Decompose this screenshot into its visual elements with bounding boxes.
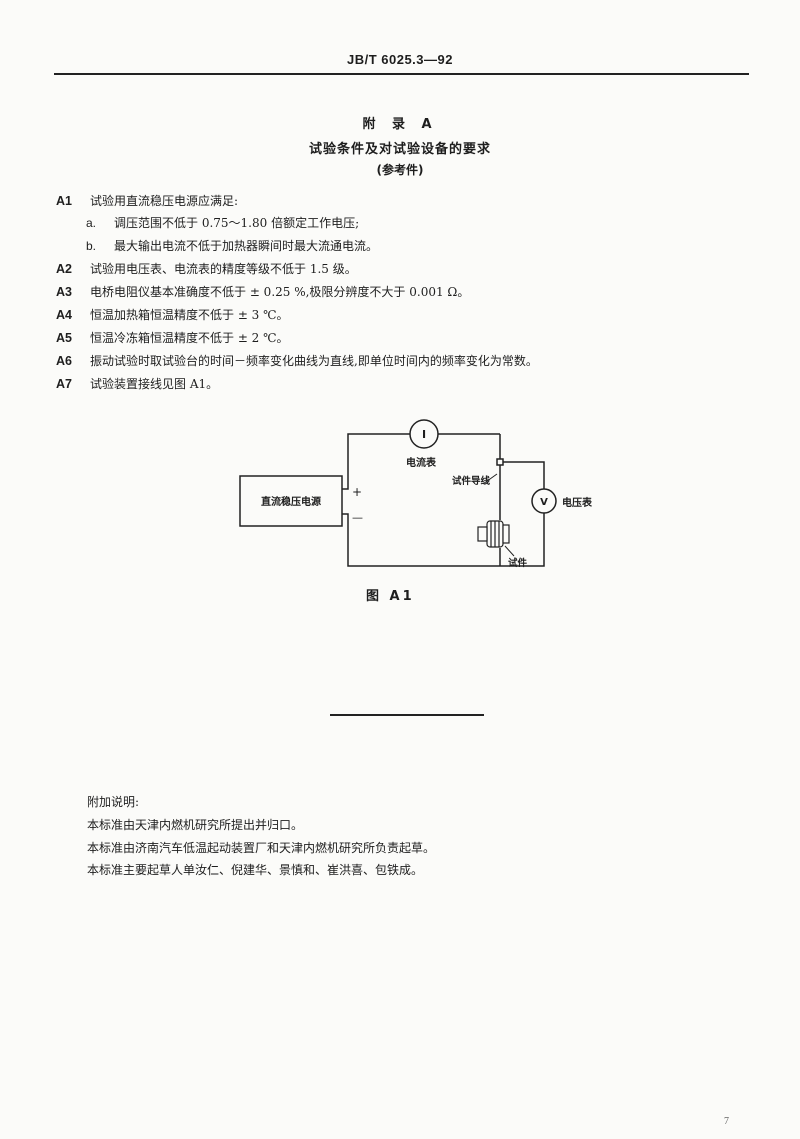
ammeter-icon	[409, 419, 439, 449]
notes-line: 本标准由济南汽车低温起动装置厂和天津内燃机研究所负责起草。	[87, 841, 436, 855]
clause-number: A1	[56, 194, 72, 208]
clause-a3: A3 电桥电阻仪基本准确度不低于 ± 0.25 %,极限分辨度不大于 0.001 …	[56, 284, 469, 300]
clause-number: A6	[56, 354, 72, 368]
voltmeter-icon	[531, 488, 557, 514]
minus-terminal-label: —	[352, 511, 363, 524]
subitem-text: 调压范围不低于 0.75～1.80 倍额定工作电压;	[114, 216, 360, 230]
clause-text: 电桥电阻仪基本准确度不低于 ± 0.25 %,极限分辨度不大于 0.001 Ω。	[90, 285, 470, 299]
specimen-leader-line	[504, 545, 515, 557]
subitem-text: 最大输出电流不低于加热器瞬间时最大流通电流。	[114, 239, 379, 253]
appendix-note: (参考件)	[376, 163, 424, 177]
wire-positive	[342, 433, 410, 490]
lead-label: 试件导线	[452, 475, 491, 487]
page-number: 7	[724, 1116, 729, 1127]
clause-text: 试验用直流稳压电源应满足:	[90, 194, 239, 208]
plus-terminal-label: +	[352, 485, 362, 499]
header-rule	[54, 73, 749, 75]
clause-number: A2	[56, 262, 72, 276]
clause-a1: A1 试验用直流稳压电源应满足:	[56, 193, 238, 209]
clause-text: 恒温加热箱恒温精度不低于 ± 3 ℃。	[90, 308, 289, 322]
end-rule	[330, 714, 484, 716]
ammeter-label: 电流表	[406, 456, 437, 469]
standard-code: JB/T 6025.3—92	[346, 52, 453, 67]
appendix-subtitle: 试验条件及对试验设备的要求	[308, 142, 491, 157]
power-supply-label: 直流稳压电源	[261, 495, 321, 508]
junction-node	[496, 458, 504, 466]
clause-a6: A6 振动试验时取试验台的时间－频率变化曲线为直线,即单位时间内的频率变化为常数。	[56, 353, 538, 369]
subitem-label: b.	[86, 239, 97, 253]
wire-negative	[342, 513, 500, 567]
clause-text: 振动试验时取试验台的时间－频率变化曲线为直线,即单位时间内的频率变化为常数。	[90, 354, 538, 368]
lead-leader-line	[482, 473, 498, 485]
power-supply-box	[239, 475, 343, 527]
subitem-b: b. 最大输出电流不低于加热器瞬间时最大流通电流。	[86, 238, 378, 254]
voltmeter-label: 电压表	[562, 496, 593, 509]
clause-number: A7	[56, 377, 72, 391]
clause-number: A3	[56, 285, 72, 299]
notes-line: 本标准主要起草人单汝仁、倪建华、景慎和、崔洪喜、包铁成。	[87, 863, 424, 877]
figure-caption: 图 A1	[366, 589, 415, 604]
subitem-label: a.	[86, 216, 97, 230]
clause-number: A5	[56, 331, 72, 345]
notes-heading: 附加说明:	[87, 795, 140, 809]
clause-a2: A2 试验用电压表、电流表的精度等级不低于 1.5 级。	[56, 261, 357, 277]
clause-text: 试验装置接线见图 A1。	[90, 377, 219, 391]
clause-text: 试验用电压表、电流表的精度等级不低于 1.5 级。	[90, 262, 357, 276]
ammeter-symbol: I	[422, 428, 426, 441]
specimen-icon	[477, 520, 510, 548]
voltmeter-symbol: V	[540, 497, 548, 508]
subitem-a: a. 调压范围不低于 0.75～1.80 倍额定工作电压;	[86, 215, 359, 231]
appendix-title: 附 录 A	[362, 117, 438, 132]
specimen-label: 试件	[508, 557, 528, 569]
clause-text: 恒温冷冻箱恒温精度不低于 ± 2 ℃。	[90, 331, 289, 345]
notes-line: 本标准由天津内燃机研究所提出并归口。	[87, 818, 304, 832]
clause-a7: A7 试验装置接线见图 A1。	[56, 376, 218, 392]
clause-number: A4	[56, 308, 72, 322]
clause-a5: A5 恒温冷冻箱恒温精度不低于 ± 2 ℃。	[56, 330, 289, 346]
wire-voltmeter-top	[500, 461, 545, 489]
clause-a4: A4 恒温加热箱恒温精度不低于 ± 3 ℃。	[56, 307, 289, 323]
wire-voltmeter-bottom	[500, 513, 545, 567]
